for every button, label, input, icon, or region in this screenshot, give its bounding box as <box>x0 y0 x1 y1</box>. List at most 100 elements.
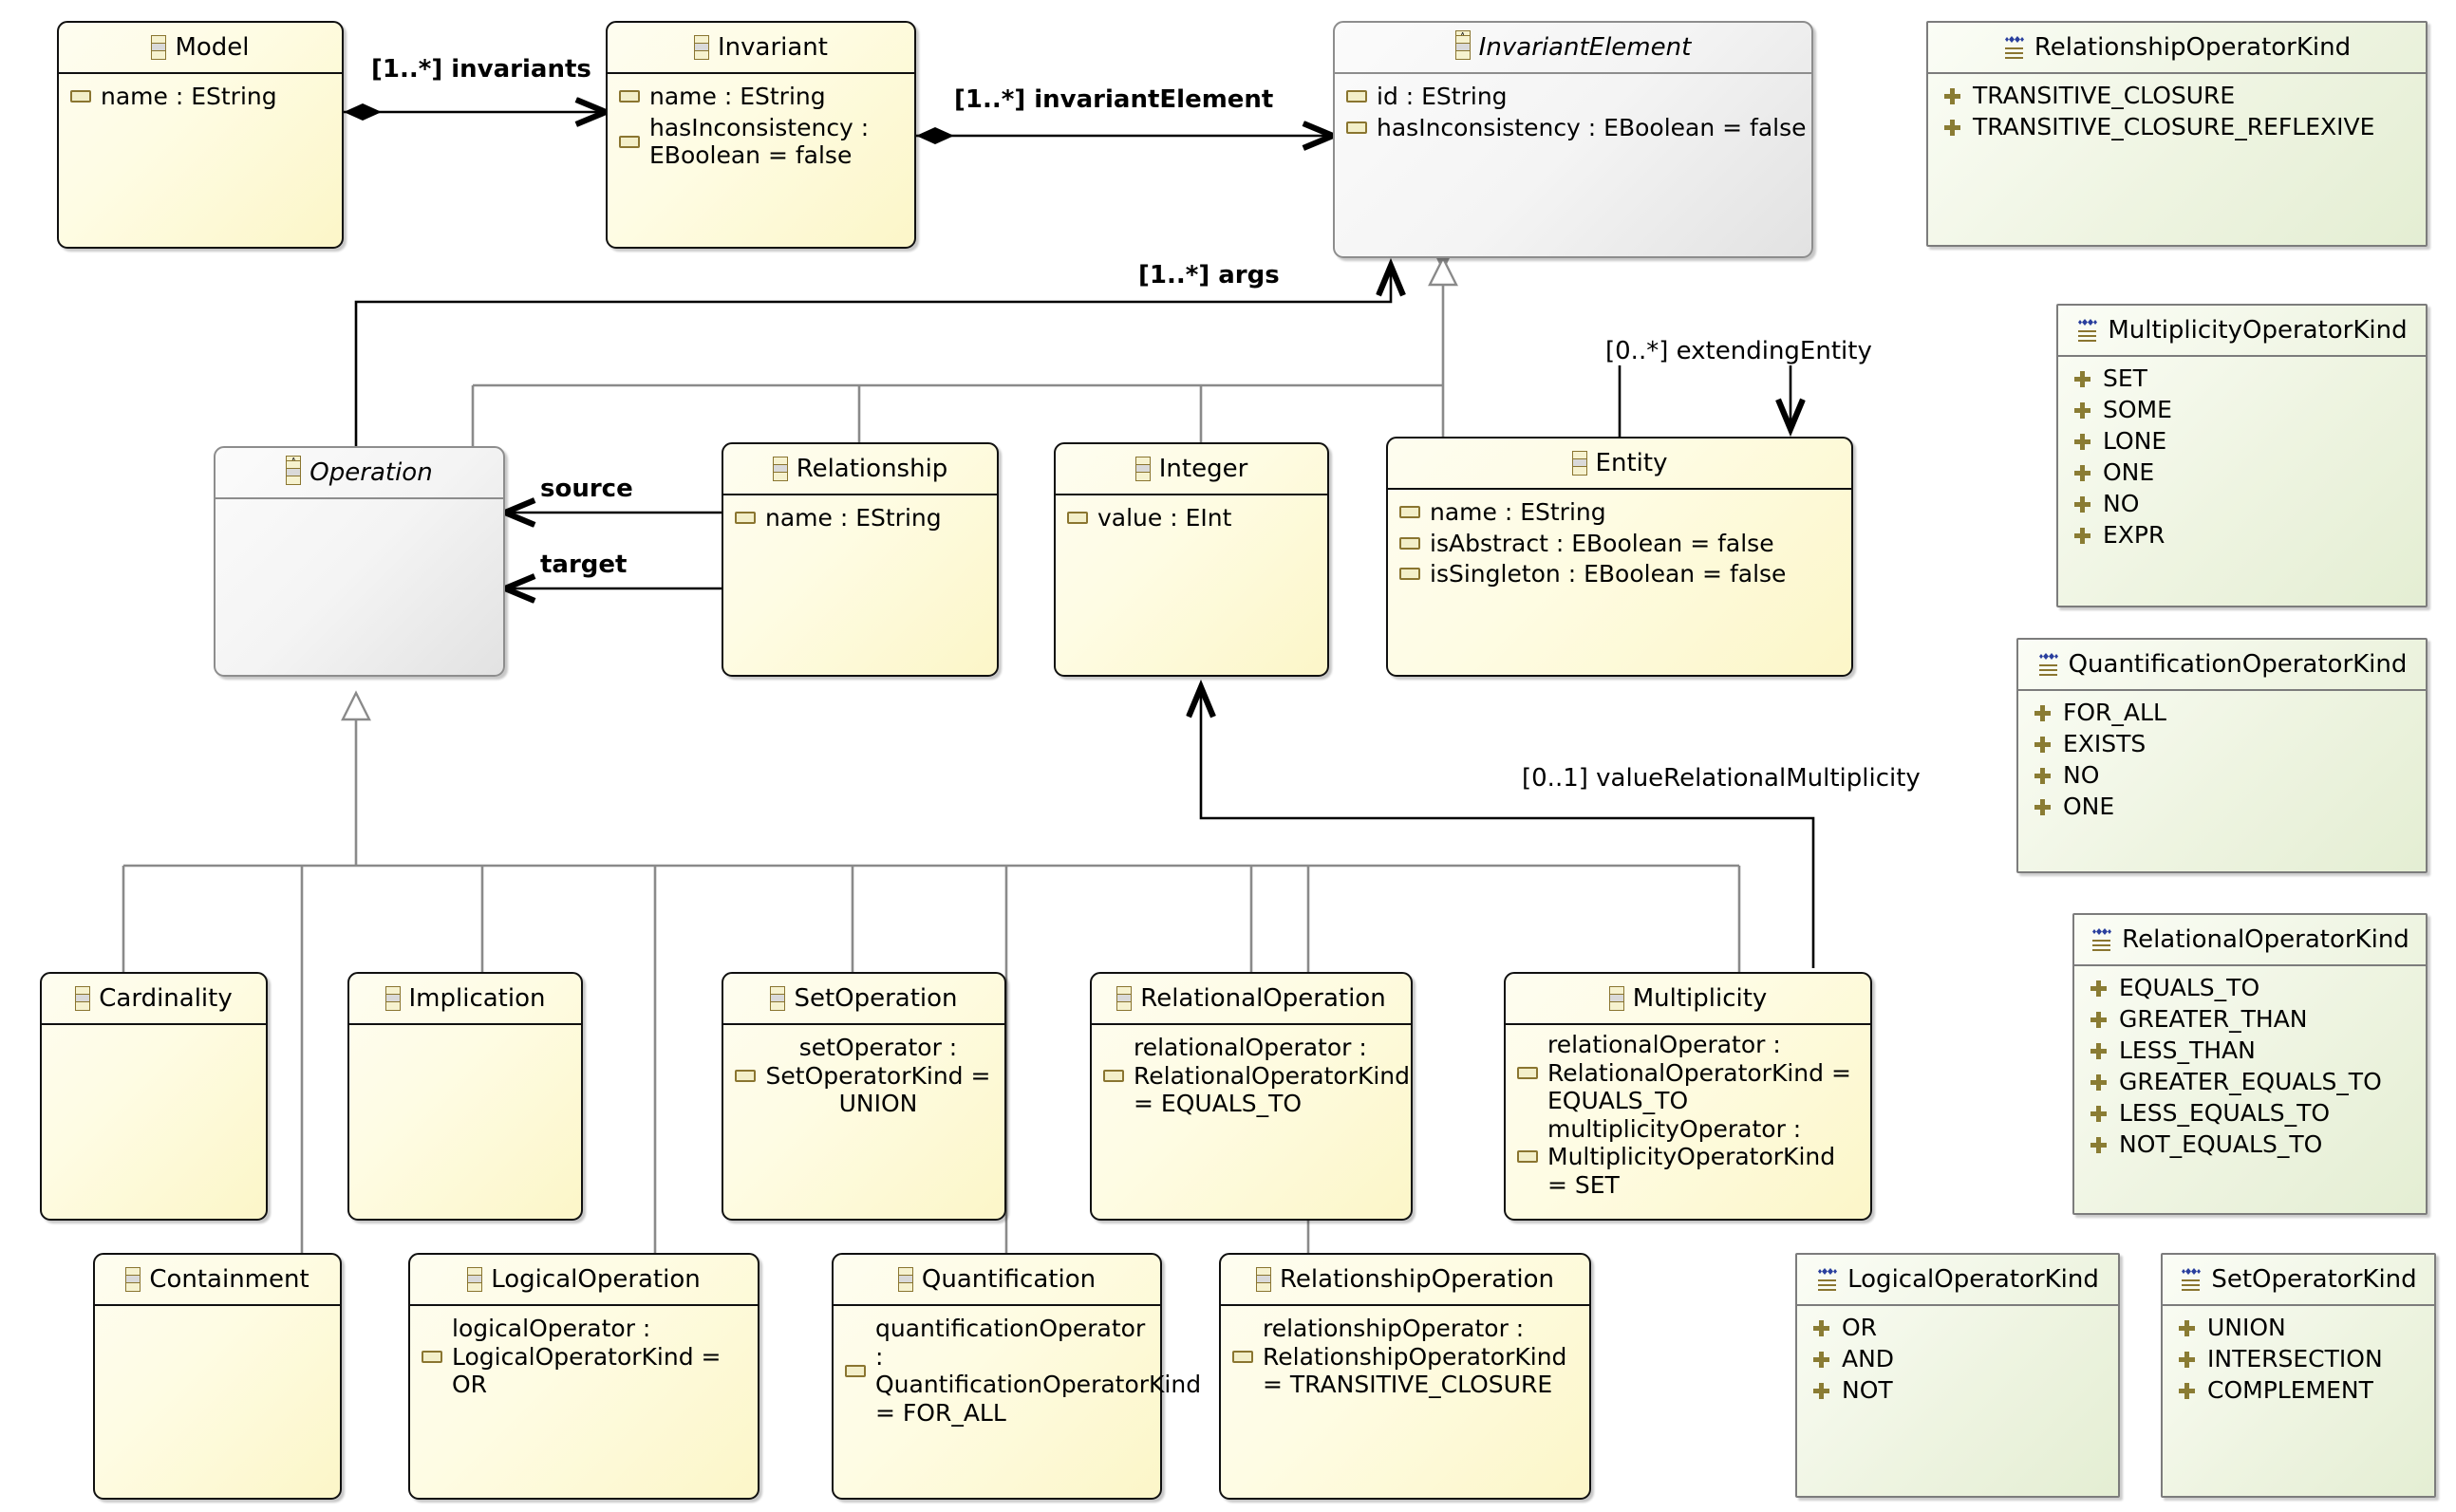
enum-literal: FOR_ALL <box>2034 699 2416 727</box>
enum-relationship-operator-kind[interactable]: RelationshipOperatorKind TRANSITIVE_CLOS… <box>1926 21 2428 247</box>
attribute-text: isSingleton : EBoolean = false <box>1430 560 1787 588</box>
divider <box>834 1304 1160 1306</box>
class-operation[interactable]: A Operation <box>214 446 505 677</box>
class-header-set-operation: SetOperation <box>723 974 1004 1023</box>
class-icon <box>1116 986 1133 1011</box>
divider <box>1056 494 1327 495</box>
class-relationship-operation[interactable]: RelationshipOperation relationshipOperat… <box>1219 1253 1591 1500</box>
enum-literal: NO <box>2073 490 2416 518</box>
enum-literal: NOT_EQUALS_TO <box>2090 1130 2416 1159</box>
class-logical-operation[interactable]: LogicalOperation logicalOperator : Logic… <box>408 1253 759 1500</box>
class-relational-operation[interactable]: RelationalOperation relationalOperator :… <box>1090 972 1413 1221</box>
attribute-text: logicalOperator : LogicalOperatorKind = … <box>452 1315 722 1398</box>
plus-icon <box>2034 704 2052 722</box>
class-invariant[interactable]: Invariant name : EString hasInconsistenc… <box>606 21 916 249</box>
attribute-icon <box>1103 1069 1124 1082</box>
enum-multiplicity-operator-kind[interactable]: MultiplicityOperatorKind SET SOME LONE O… <box>2056 304 2428 607</box>
attribute-row: quantificationOperator : QuantificationO… <box>845 1315 1201 1427</box>
class-header-operation: A Operation <box>216 448 503 497</box>
class-set-operation[interactable]: SetOperation setOperator : SetOperatorKi… <box>722 972 1006 1221</box>
plus-icon <box>2178 1351 2196 1369</box>
enum-diamond-icon <box>2004 36 2024 43</box>
attributes-multiplicity: relationalOperator : RelationalOperatorK… <box>1506 1025 1870 1204</box>
attributes-relationship-operation: relationshipOperator : RelationshipOpera… <box>1221 1306 1589 1405</box>
class-multiplicity[interactable]: Multiplicity relationalOperator : Relati… <box>1504 972 1872 1221</box>
enum-relational-operator-kind[interactable]: RelationalOperatorKind EQUALS_TO GREATER… <box>2072 913 2428 1215</box>
enum-literal: TRANSITIVE_CLOSURE <box>1943 82 2416 110</box>
enum-literal: OR <box>1812 1314 2109 1342</box>
enum-header-quantification-operator-kind: QuantificationOperatorKind <box>2018 640 2426 689</box>
enum-set-operator-kind[interactable]: SetOperatorKind UNION INTERSECTION COMPL… <box>2161 1253 2436 1498</box>
enum-literal-label: SET <box>2103 364 2147 392</box>
enum-logical-operator-kind[interactable]: LogicalOperatorKind OR AND NOT <box>1795 1253 2120 1498</box>
class-icon <box>1134 457 1151 481</box>
enum-header-set-operator-kind: SetOperatorKind <box>2163 1255 2434 1304</box>
edge-extending-entity <box>1618 351 1790 437</box>
enum-literal: NOT <box>1812 1376 2109 1405</box>
divider <box>216 497 503 499</box>
class-icon <box>770 986 786 1011</box>
divider <box>410 1304 758 1306</box>
enum-literal: ONE <box>2034 793 2416 821</box>
class-icon <box>151 35 167 60</box>
attribute-icon <box>70 90 91 103</box>
attribute-icon <box>735 1069 756 1082</box>
divider <box>349 1023 581 1025</box>
plus-icon <box>2034 798 2052 816</box>
attribute-row: hasInconsistency : EBoolean = false <box>619 114 885 170</box>
attribute-icon <box>1232 1350 1253 1363</box>
plus-icon <box>2090 1136 2108 1154</box>
attribute-icon <box>619 90 640 103</box>
divider <box>1797 1304 2118 1306</box>
class-integer[interactable]: Integer value : EInt <box>1054 442 1329 677</box>
class-icon <box>384 986 401 1011</box>
attribute-icon <box>422 1350 442 1363</box>
class-entity[interactable]: Entity name : EString isAbstract : EBool… <box>1386 437 1853 677</box>
enum-literal: SET <box>2073 364 2416 393</box>
plus-icon <box>2178 1319 2196 1337</box>
class-name-integer: Integer <box>1158 455 1248 483</box>
enum-literal: COMPLEMENT <box>2178 1376 2425 1405</box>
class-name-cardinality: Cardinality <box>99 984 233 1013</box>
enum-header-relational-operator-kind: RelationalOperatorKind <box>2074 915 2426 964</box>
enum-literal-label: NO <box>2103 490 2140 517</box>
class-name-relational-operation: RelationalOperation <box>1140 984 1386 1013</box>
class-cardinality[interactable]: Cardinality <box>40 972 268 1221</box>
attribute-icon <box>1517 1066 1538 1079</box>
enum-literal-label: TRANSITIVE_CLOSURE_REFLEXIVE <box>1973 113 2375 140</box>
attributes-containment <box>95 1306 340 1320</box>
attribute-icon <box>1346 121 1367 134</box>
enum-name-quantification-operator-kind: QuantificationOperatorKind <box>2068 650 2408 679</box>
edge-label-target: target <box>537 551 630 579</box>
enum-literal-label: NO <box>2063 761 2100 789</box>
enum-literal: LESS_EQUALS_TO <box>2090 1099 2416 1128</box>
class-invariant-element[interactable]: A InvariantElement id : EString hasIncon… <box>1333 21 1813 258</box>
attribute-icon <box>735 512 756 525</box>
class-model[interactable]: Model name : EString <box>57 21 344 249</box>
plus-icon <box>2073 401 2091 420</box>
attributes-relationship: name : EString <box>723 495 997 541</box>
enum-name-set-operator-kind: SetOperatorKind <box>2211 1265 2417 1294</box>
enum-header-logical-operator-kind: LogicalOperatorKind <box>1797 1255 2118 1304</box>
class-icon <box>467 1267 483 1292</box>
attribute-icon <box>1399 536 1420 550</box>
class-implication[interactable]: Implication <box>347 972 583 1221</box>
attributes-entity: name : EString isAbstract : EBoolean = f… <box>1388 490 1851 597</box>
class-relationship[interactable]: Relationship name : EString <box>722 442 999 677</box>
generalization-arrowhead-invariant-element <box>1428 255 1458 287</box>
class-containment[interactable]: Containment <box>93 1253 342 1500</box>
enum-literal-label: TRANSITIVE_CLOSURE <box>1973 82 2236 109</box>
divider <box>42 1023 266 1025</box>
edge-label-invariant-element: [1..*] invariantElement <box>951 85 1277 114</box>
enum-name-relationship-operator-kind: RelationshipOperatorKind <box>2034 33 2352 62</box>
literals-relationship-operator-kind: TRANSITIVE_CLOSURE TRANSITIVE_CLOSURE_RE… <box>1928 74 2426 150</box>
plus-icon <box>2073 495 2091 513</box>
enum-header-relationship-operator-kind: RelationshipOperatorKind <box>1928 23 2426 72</box>
divider <box>1388 488 1851 490</box>
enum-literal-label: OR <box>1842 1314 1878 1341</box>
class-quantification[interactable]: Quantification quantificationOperator : … <box>832 1253 1201 1500</box>
enum-quantification-operator-kind[interactable]: QuantificationOperatorKind FOR_ALL EXIST… <box>2016 638 2428 873</box>
class-icon <box>1608 986 1624 1011</box>
class-name-operation: Operation <box>309 458 433 487</box>
plus-icon <box>2034 767 2052 785</box>
